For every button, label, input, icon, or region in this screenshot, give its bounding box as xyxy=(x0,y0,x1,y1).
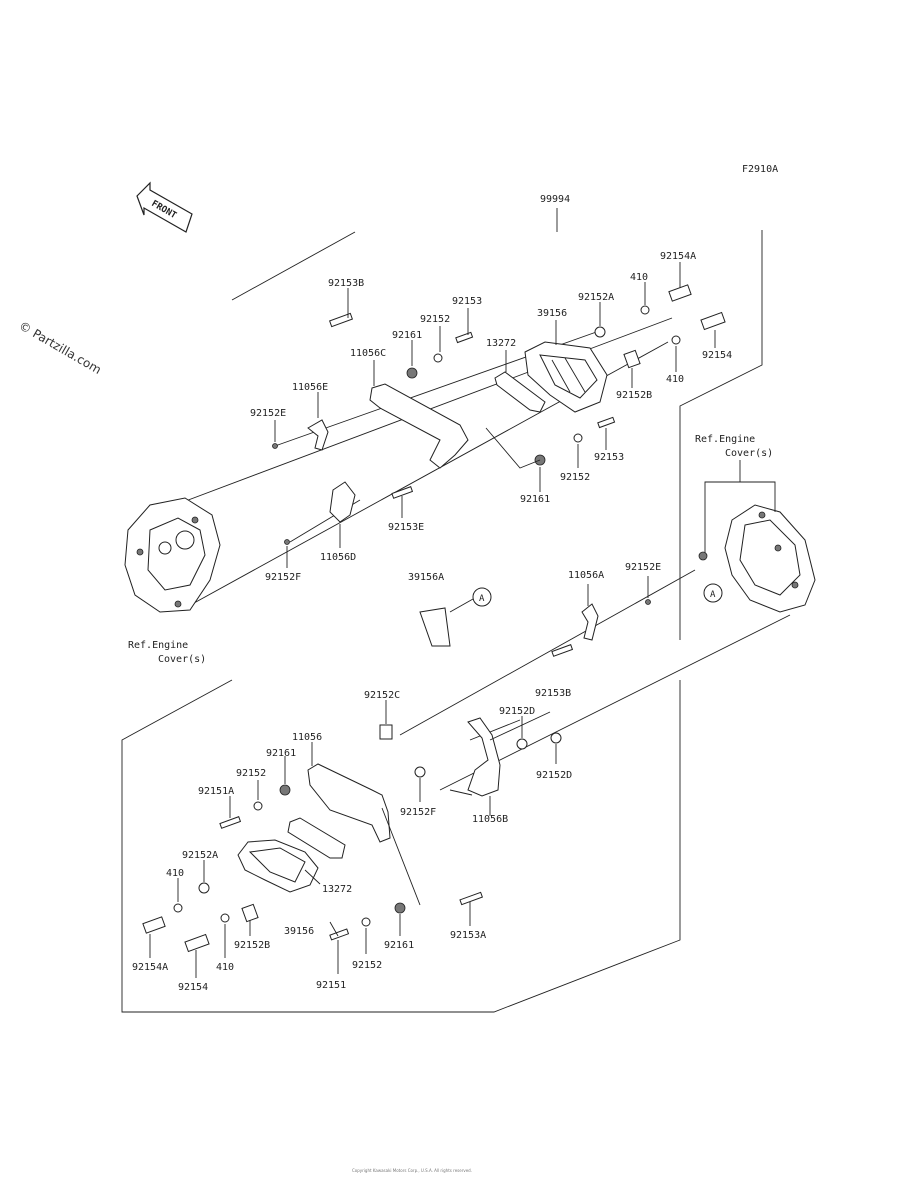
svg-text:A: A xyxy=(479,594,485,604)
label-92152a-bot: 92152A xyxy=(182,850,218,861)
label-92161-top: 92161 xyxy=(392,330,422,341)
label-92153b-top: 92153B xyxy=(328,278,364,289)
bracket-11056a xyxy=(581,603,599,641)
label-92161-mid: 92161 xyxy=(520,494,550,505)
label-410-bot-a: 410 xyxy=(166,868,184,879)
copyright-text: Copyright Kawasaki Motors Corp., U.S.A. … xyxy=(352,1168,472,1173)
plate-13272-lower xyxy=(287,817,346,859)
assembly-boundary xyxy=(121,230,763,1013)
pad-39156a xyxy=(419,607,451,647)
label-92161-bot: 92161 xyxy=(266,748,296,759)
label-92152c: 92152C xyxy=(364,690,400,701)
label-92153e: 92153E xyxy=(388,522,424,533)
leaders-lower xyxy=(149,700,557,978)
label-410-bot-b: 410 xyxy=(216,962,234,973)
label-92152-bot2: 92152 xyxy=(352,960,382,971)
label-13272-top: 13272 xyxy=(486,338,516,349)
label-39156-bot: 39156 xyxy=(284,926,314,937)
frame-slider-upper xyxy=(524,341,608,413)
label-92154a-top: 92154A xyxy=(660,251,696,262)
label-410-mid: 410 xyxy=(666,374,684,385)
bracket-11056e xyxy=(307,419,329,451)
label-92154a-bot: 92154A xyxy=(132,962,168,973)
callout-a-right: A xyxy=(703,583,723,603)
leaders-upper xyxy=(274,262,716,568)
engine-cover-right xyxy=(724,504,816,613)
label-92151a: 92151A xyxy=(198,786,234,797)
label-92153-mid: 92153 xyxy=(594,452,624,463)
label-92152-top: 92152 xyxy=(420,314,450,325)
label-11056e: 11056E xyxy=(292,382,328,393)
label-92151: 92151 xyxy=(316,980,346,991)
hardware-lower xyxy=(142,724,562,953)
label-11056c: 11056C xyxy=(350,348,386,359)
ref-note-left-1: Ref.Engine xyxy=(128,640,188,651)
label-11056a: 11056A xyxy=(568,570,604,581)
label-92152d-b: 92152D xyxy=(536,770,572,781)
label-92153a: 92153A xyxy=(450,930,486,941)
label-13272-bot: 13272 xyxy=(322,884,352,895)
label-39156a: 39156A xyxy=(408,572,444,583)
label-92152a-top: 92152A xyxy=(578,292,614,303)
ref-note-left-2: Cover(s) xyxy=(158,654,206,665)
label-11056b: 11056B xyxy=(472,814,508,825)
label-11056: 11056 xyxy=(292,732,322,743)
label-92154-bot: 92154 xyxy=(178,982,208,993)
axis-lines xyxy=(174,317,791,791)
figure-code: F2910A xyxy=(742,164,778,175)
label-92154-top: 92154 xyxy=(702,350,732,361)
bracket-11056b xyxy=(467,717,501,797)
label-92152-mid: 92152 xyxy=(560,472,590,483)
bracket-11056 xyxy=(307,763,391,843)
label-92152f-bot: 92152F xyxy=(400,807,436,818)
engine-cover-left xyxy=(124,497,221,613)
label-92161-bot2: 92161 xyxy=(384,940,414,951)
assembly-number: 99994 xyxy=(540,194,570,205)
label-92153b-bot: 92153B xyxy=(535,688,571,699)
front-arrow-icon: FRONT xyxy=(136,181,193,233)
label-39156-top: 39156 xyxy=(537,308,567,319)
label-92152e-left: 92152E xyxy=(250,408,286,419)
label-92152b-top: 92152B xyxy=(616,390,652,401)
frame-slider-lower xyxy=(237,839,319,893)
svg-text:A: A xyxy=(710,590,716,600)
plate-13272-upper xyxy=(494,371,546,413)
ref-note-right-2: Cover(s) xyxy=(725,448,773,459)
label-92152-bot: 92152 xyxy=(236,768,266,779)
bracket-11056c xyxy=(369,383,469,469)
bracket-11056d-upper xyxy=(329,481,356,523)
label-92152b-bot: 92152B xyxy=(234,940,270,951)
label-410-top: 410 xyxy=(630,272,648,283)
callout-a-left: A xyxy=(449,587,492,613)
label-92152d-a: 92152D xyxy=(499,706,535,717)
label-92152f-left: 92152F xyxy=(265,572,301,583)
label-92152e-right: 92152E xyxy=(625,562,661,573)
label-92153-top: 92153 xyxy=(452,296,482,307)
label-11056d-top: 11056D xyxy=(320,552,356,563)
watermark-text: © Partzilla.com xyxy=(17,318,104,376)
bolt-11056a xyxy=(551,644,574,657)
ref-note-right-1: Ref.Engine xyxy=(695,434,755,445)
